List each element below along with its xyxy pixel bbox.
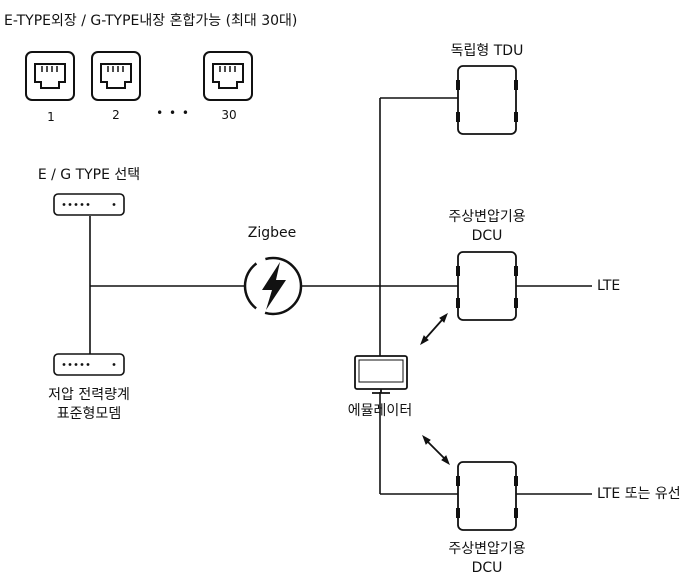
tdu-label: 독립형 TDU xyxy=(450,43,524,59)
ethernet-port-icon-2 xyxy=(91,51,141,101)
port-label-30: 30 xyxy=(221,108,237,122)
dcu1-label-line2: DCU xyxy=(471,228,503,244)
dcu2-uplink-label: LTE 또는 유선 xyxy=(597,486,681,502)
emulator-monitor-icon xyxy=(354,355,408,394)
emulator-label: 에뮬레이터 xyxy=(347,403,413,419)
dcu2-label-line2: DCU xyxy=(471,560,503,576)
dcu2-label-line1: 주상변압기용 xyxy=(448,541,526,557)
tdu-device-icon xyxy=(456,65,518,135)
type-selector-label: E / G TYPE 선택 xyxy=(37,167,141,183)
modem-label-line2: 표준형모뎀 xyxy=(56,406,122,422)
bidirectional-arrow-icon-upper xyxy=(420,312,448,346)
standard-modem-icon xyxy=(53,353,125,376)
dcu1-uplink-label: LTE xyxy=(597,278,621,294)
port-label-1: 1 xyxy=(47,110,55,124)
type-selector-module-icon xyxy=(53,193,125,216)
ethernet-port-icon-1 xyxy=(25,51,75,101)
ethernet-port-icon-30 xyxy=(203,51,253,101)
modem-label-line1: 저압 전력량계 xyxy=(48,387,130,403)
dcu2-device-icon xyxy=(456,461,518,531)
header-title: E-TYPE외장 / G-TYPE내장 혼합가능 (최대 30대) xyxy=(4,13,298,29)
dcu1-device-icon xyxy=(456,251,518,321)
port-label-2: 2 xyxy=(112,108,120,122)
dcu1-label-line1: 주상변압기용 xyxy=(448,209,526,225)
zigbee-label: Zigbee xyxy=(247,225,297,241)
bidirectional-arrow-icon-lower xyxy=(422,434,450,466)
connection-lines xyxy=(89,97,592,495)
port-ellipsis: • • • xyxy=(156,106,190,120)
zigbee-lightning-icon xyxy=(243,256,303,316)
